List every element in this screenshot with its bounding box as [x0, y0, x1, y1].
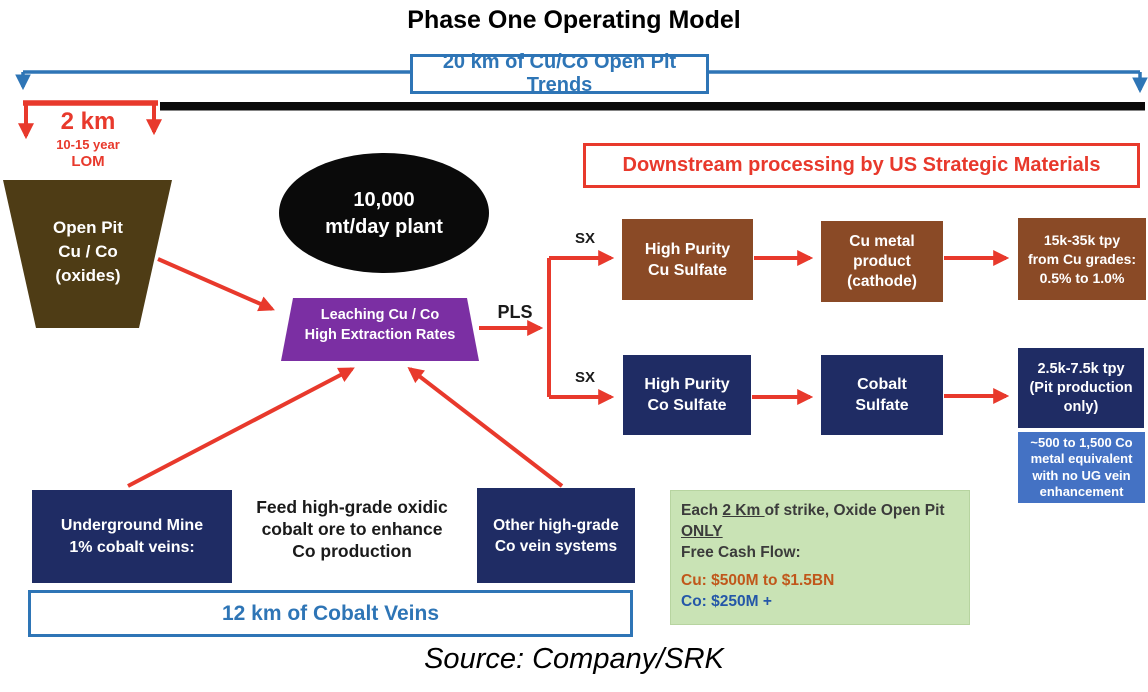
- underground-line1: Underground Mine: [60, 516, 204, 534]
- sx-label-cu: SX: [574, 230, 595, 247]
- plant-line1: 10,000: [353, 189, 415, 211]
- co-sulfate-line2: Co Sulfate: [647, 397, 727, 414]
- cash-flow-line1-km: 2 Km: [722, 502, 765, 519]
- underground-line2: 1% cobalt veins:: [69, 538, 195, 556]
- open-pit-node-label: Open Pit Cu / Co (oxides): [18, 216, 158, 288]
- leaching-node-label: Leaching Cu / Co High Extraction Rates: [288, 305, 472, 345]
- page-title: Phase One Operating Model: [407, 6, 741, 34]
- downstream-banner: Downstream processing by US Strategic Ma…: [583, 143, 1140, 188]
- co-equivalent-note-box: ~500 to 1,500 Co metal equivalent with n…: [1018, 432, 1145, 503]
- source-note: Source: Company/SRK: [424, 643, 724, 675]
- pls-label: PLS: [497, 302, 533, 322]
- cobalt-sulfate-line2: Sulfate: [855, 397, 909, 414]
- cash-flow-cu-value: Cu: $500M to $1.5BN: [681, 572, 835, 589]
- cu-output-line1: 15k-35k tpy: [1043, 231, 1121, 248]
- cu-sulfate-box: High Purity Cu Sulfate: [622, 219, 753, 300]
- black-strike-bar: [160, 102, 1145, 111]
- strike-length-label: 2 km: [60, 108, 116, 135]
- cobalt-sulfate-line1: Cobalt: [857, 376, 907, 393]
- co-sulfate-line1: High Purity: [644, 376, 730, 393]
- arrow-openpit-to-leaching: [157, 257, 275, 312]
- leaching-line2: High Extraction Rates: [304, 327, 456, 343]
- co-note-line4: enhancement: [1039, 484, 1124, 499]
- cu-sulfate-line1: High Purity: [644, 240, 731, 258]
- trends-banner: 20 km of Cu/Co Open Pit Trends: [410, 51, 709, 96]
- strike-lom-line2: LOM: [71, 153, 105, 170]
- feed-note-line3: Co production: [292, 541, 412, 561]
- cu-sulfate-line2: Cu Sulfate: [647, 261, 728, 279]
- cu-output-line3: 0.5% to 1.0%: [1039, 269, 1125, 286]
- cash-flow-only: ONLY: [681, 523, 723, 540]
- trends-banner-label: 20 km of Cu/Co Open Pit Trends: [442, 51, 677, 96]
- sx-label-co: SX: [574, 369, 595, 386]
- arrow-otherveins-to-leaching: [407, 367, 564, 488]
- other-veins-box: Other high-grade Co vein systems: [477, 488, 635, 583]
- feed-note-line2: cobalt ore to enhance: [261, 519, 443, 539]
- other-veins-line2: Co vein systems: [494, 537, 618, 555]
- leaching-line1: Leaching Cu / Co: [320, 307, 440, 323]
- feed-note-line1: Feed high-grade oxidic: [256, 497, 448, 517]
- underground-mine-box: Underground Mine 1% cobalt veins:: [32, 490, 232, 583]
- cash-flow-line1-pre: Each: [681, 502, 723, 519]
- co-output-line1: 2.5k-7.5k tpy: [1037, 360, 1125, 377]
- co-note-line3: with no UG vein: [1032, 467, 1131, 483]
- co-note-line1: ~500 to 1,500 Co: [1030, 434, 1133, 450]
- cash-flow-line1: Each 2 Km of strike, Oxide Open Pit: [681, 500, 959, 521]
- cash-flow-callout: Each 2 Km of strike, Oxide Open Pit ONLY…: [670, 490, 970, 625]
- cash-flow-heading: Free Cash Flow:: [681, 544, 801, 561]
- cu-metal-line3: (cathode): [847, 272, 917, 290]
- downstream-banner-label: Downstream processing by US Strategic Ma…: [622, 154, 1101, 176]
- strike-lom-line1: 10-15 year: [56, 137, 120, 152]
- cu-metal-box: Cu metal product (cathode): [821, 221, 943, 302]
- open-pit-line2: Cu / Co: [58, 242, 118, 261]
- cobalt-veins-banner-label: 12 km of Cobalt Veins: [221, 601, 440, 625]
- cu-output-box: 15k-35k tpy from Cu grades: 0.5% to 1.0%: [1018, 218, 1146, 300]
- arrow-underground-to-leaching: [127, 367, 355, 488]
- open-pit-line3: (oxides): [55, 266, 121, 285]
- other-veins-line1: Other high-grade: [493, 516, 619, 534]
- co-output-box: 2.5k-7.5k tpy (Pit production only): [1018, 348, 1144, 428]
- cu-output-line2: from Cu grades:: [1027, 250, 1137, 267]
- cash-flow-co-value: Co: $250M +: [681, 593, 772, 610]
- cu-metal-line2: product: [853, 252, 911, 270]
- co-output-line3: only): [1063, 398, 1099, 415]
- cobalt-veins-banner: 12 km of Cobalt Veins: [28, 590, 633, 637]
- co-output-line2: (Pit production: [1029, 379, 1133, 396]
- co-sulfate-box: High Purity Co Sulfate: [623, 355, 751, 435]
- plant-node-label: 10,000 mt/day plant: [294, 187, 474, 241]
- open-pit-line1: Open Pit: [53, 218, 123, 237]
- plant-line2: mt/day plant: [325, 216, 443, 238]
- feed-note-text: Feed high-grade oxidic cobalt ore to enh…: [238, 496, 466, 562]
- cash-flow-line1-post: of strike, Oxide Open Pit: [764, 502, 945, 519]
- cobalt-sulfate-box: Cobalt Sulfate: [821, 355, 943, 435]
- cu-metal-line1: Cu metal: [849, 232, 915, 250]
- co-note-line2: metal equivalent: [1030, 451, 1133, 466]
